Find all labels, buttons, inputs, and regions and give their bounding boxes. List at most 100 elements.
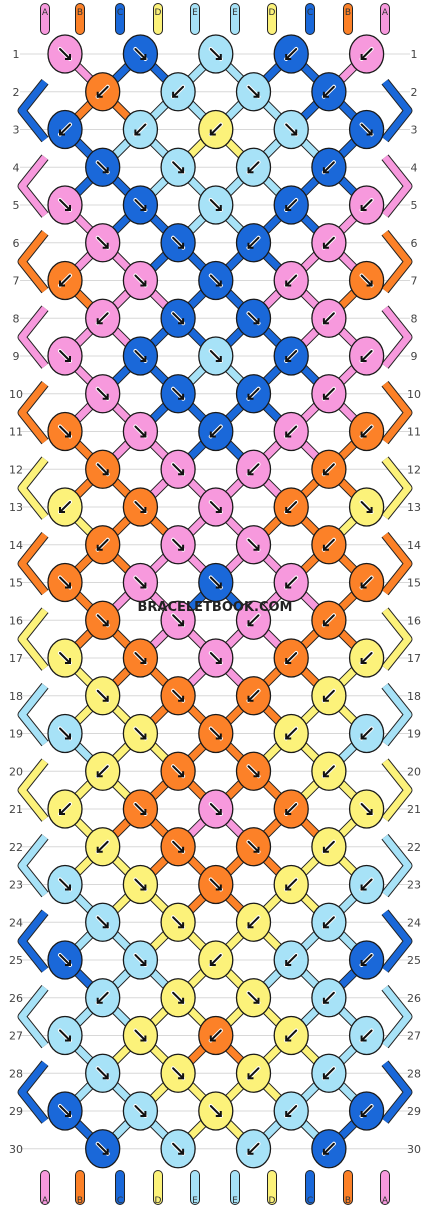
knot-arrow-icon	[285, 1029, 298, 1042]
top-string-letter: D	[269, 8, 276, 18]
knot	[348, 864, 385, 905]
knot-arrowhead-icon	[178, 846, 185, 853]
row-label-left: 13	[9, 501, 23, 514]
knot-arrowhead-icon	[285, 431, 292, 438]
knot	[311, 72, 347, 112]
knot-arrow-icon	[59, 727, 71, 740]
knot	[47, 336, 83, 376]
knot	[160, 600, 196, 640]
knot	[235, 1053, 272, 1093]
knot-arrowhead-icon	[178, 242, 185, 249]
knot-arrowhead-icon	[322, 771, 329, 778]
row-label-right: 7	[411, 275, 418, 288]
knot-arrowhead-icon	[96, 318, 103, 325]
knot-arrowhead-icon	[366, 280, 373, 287]
knot-arrowhead-icon	[178, 1148, 185, 1155]
knot-arrowhead-icon	[215, 809, 222, 815]
knot-arrow-icon	[172, 161, 185, 174]
knot-arrow-icon	[59, 954, 71, 966]
knot-arrow-icon	[360, 425, 373, 438]
knot	[85, 676, 121, 716]
knot-arrow-icon	[59, 652, 71, 664]
knot-arrow-icon	[322, 463, 335, 476]
knot-arrow-icon	[209, 199, 222, 211]
row-label-left: 26	[9, 992, 23, 1005]
edge-strand	[18, 230, 48, 293]
knot-arrowhead-icon	[140, 809, 147, 815]
knot	[273, 864, 309, 905]
knot	[160, 978, 196, 1018]
knot-arrow-icon	[247, 463, 260, 476]
knot-arrow-icon	[285, 501, 298, 513]
knot-arrow-icon	[172, 840, 185, 853]
edge-strand	[382, 1061, 412, 1124]
row-label-left: 18	[9, 690, 23, 703]
knot	[47, 487, 83, 527]
row-label-left: 20	[9, 765, 23, 778]
bottom-string-letter: D	[269, 1196, 276, 1206]
knot	[311, 374, 347, 414]
knot	[311, 223, 347, 263]
row-label-right: 20	[407, 765, 421, 778]
knot-arrow-icon	[59, 576, 71, 589]
knot	[198, 185, 234, 225]
knot-arrow-icon	[247, 538, 260, 551]
knot-arrowhead-icon	[366, 507, 373, 513]
row-label-right: 17	[407, 652, 421, 665]
knot-arrowhead-icon	[140, 884, 147, 891]
knot-arrowhead-icon	[140, 54, 147, 60]
row-label-right: 29	[407, 1105, 421, 1118]
knot	[235, 223, 272, 263]
knot	[160, 72, 196, 112]
knot-arrowhead-icon	[65, 431, 71, 438]
knot	[198, 336, 234, 376]
knot-arrowhead-icon	[247, 1148, 254, 1155]
knot	[235, 298, 272, 338]
knot-arrow-icon	[96, 85, 109, 98]
top-string-letter: E	[232, 8, 238, 18]
knot-arrowhead-icon	[360, 733, 367, 740]
knot-arrowhead-icon	[96, 846, 103, 853]
knot-arrow-icon	[59, 48, 71, 60]
knot-arrow-icon	[247, 312, 260, 325]
watermark: BRACELETBOOK.COM	[138, 600, 293, 615]
knot-arrowhead-icon	[322, 91, 329, 98]
knot	[348, 34, 385, 74]
row-label-right: 24	[407, 916, 421, 929]
knot-arrow-icon	[172, 312, 185, 325]
knot-arrow-icon	[285, 576, 298, 589]
knot-arrow-icon	[209, 123, 222, 136]
row-label-left: 5	[13, 199, 20, 212]
knot-arrow-icon	[285, 727, 298, 740]
knot	[273, 109, 309, 150]
edge-strand	[382, 759, 412, 822]
knot-arrowhead-icon	[322, 846, 329, 853]
knot-arrow-icon	[209, 1105, 222, 1117]
knot	[235, 147, 272, 187]
knot-arrowhead-icon	[178, 167, 185, 174]
edge-strand	[18, 683, 48, 746]
knot-arrow-icon	[96, 1067, 109, 1080]
knot	[160, 1129, 196, 1169]
knot	[311, 751, 347, 791]
knot-arrow-icon	[59, 501, 71, 513]
knot-arrowhead-icon	[65, 960, 71, 966]
knot-arrowhead-icon	[178, 997, 185, 1004]
knot-arrowhead-icon	[65, 1111, 71, 1117]
bottom-string-letter: A	[42, 1196, 49, 1206]
knot	[348, 713, 385, 754]
knot	[122, 638, 159, 678]
knot	[85, 1129, 121, 1169]
knot-arrow-icon	[172, 1067, 185, 1080]
knot-arrow-icon	[96, 916, 109, 929]
knot-arrow-icon	[322, 538, 335, 551]
knot-arrowhead-icon	[291, 129, 298, 136]
knot	[47, 411, 83, 452]
row-label-right: 30	[407, 1143, 421, 1156]
knot-arrowhead-icon	[96, 91, 103, 98]
knot-arrowhead-icon	[285, 54, 292, 60]
knot-arrowhead-icon	[140, 658, 147, 664]
knot-arrow-icon	[134, 48, 147, 60]
knot-arrow-icon	[209, 48, 222, 60]
row-label-right: 18	[407, 690, 421, 703]
